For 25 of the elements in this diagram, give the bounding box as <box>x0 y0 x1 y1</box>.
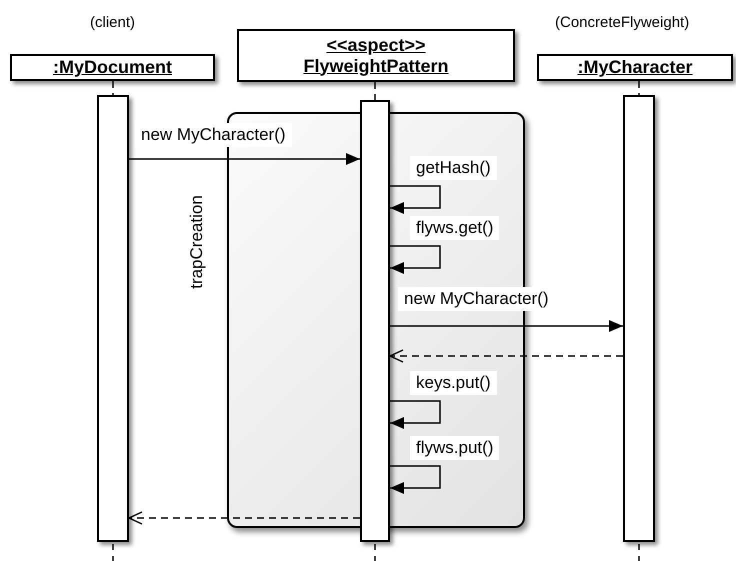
lifeline-dash <box>638 81 640 95</box>
lifeline-header <box>237 29 515 82</box>
message-arrow <box>390 320 623 332</box>
lifeline-name: :MyDocument <box>52 57 172 78</box>
role-caption: (ConcreteFlyweight) <box>555 14 690 31</box>
message-arrow <box>129 153 360 165</box>
lifeline-name: :MyCharacter <box>577 57 693 78</box>
message-label: keys.put() <box>410 371 497 395</box>
self-message-arrow <box>390 245 441 274</box>
stereotype-label: <<aspect>> <box>326 34 426 56</box>
activation-bar <box>623 95 655 542</box>
activation-bar <box>97 95 129 542</box>
return-arrow <box>128 511 360 525</box>
self-message-arrow <box>390 465 441 494</box>
self-message-arrow <box>390 400 441 429</box>
message-label: flyws.put() <box>410 436 500 460</box>
lifeline-name: FlyweightPattern <box>303 56 449 76</box>
lifeline-dash <box>112 81 114 95</box>
return-arrow <box>389 349 623 363</box>
message-label: getHash() <box>410 156 497 180</box>
activation-bar <box>360 100 390 542</box>
role-caption: (client) <box>90 14 136 31</box>
self-message-arrow <box>390 185 441 214</box>
message-label: flyws.get() <box>410 216 500 240</box>
lifeline-dash <box>374 82 376 100</box>
